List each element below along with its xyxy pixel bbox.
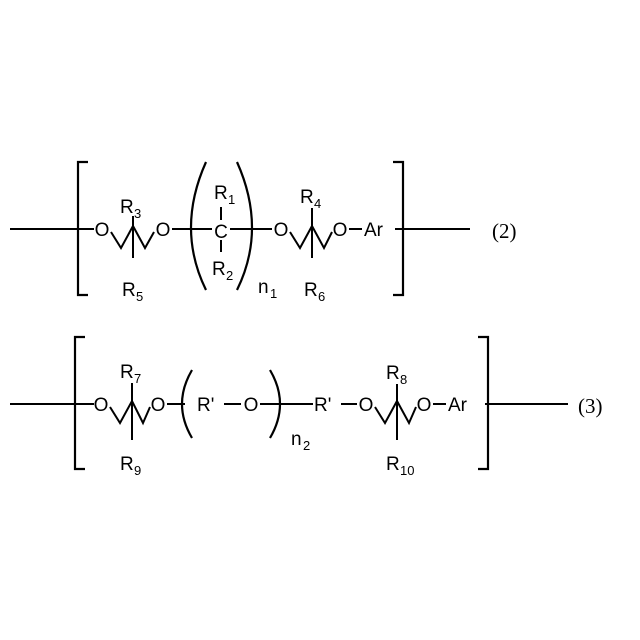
f3-acetal-left bbox=[110, 401, 150, 423]
f3-r10-sub: 10 bbox=[400, 463, 414, 478]
f3-r10: R bbox=[386, 454, 400, 475]
f2-label: (2) bbox=[492, 219, 517, 243]
f3-rprime-2: R' bbox=[314, 395, 331, 416]
f3-label: (3) bbox=[578, 394, 603, 418]
f3-oxygen-5: O bbox=[417, 395, 432, 416]
f3-oxygen-1: O bbox=[94, 395, 109, 416]
f2-oxygen-2: O bbox=[156, 220, 171, 241]
f3-aryl: Ar bbox=[448, 395, 468, 416]
f3-r7: R bbox=[120, 362, 134, 383]
f2-repeat-n: n bbox=[258, 277, 269, 298]
f2-left-paren bbox=[191, 162, 206, 290]
f2-r6: R bbox=[304, 280, 318, 301]
f3-r9-sub: 9 bbox=[134, 463, 141, 478]
f2-aryl: Ar bbox=[364, 220, 384, 241]
f3-repeat-n: n bbox=[291, 429, 302, 450]
f2-carbon: C bbox=[214, 222, 228, 243]
f2-r3: R bbox=[120, 197, 134, 218]
f3-oxygen-3: O bbox=[244, 395, 259, 416]
f3-oxygen-4: O bbox=[359, 395, 374, 416]
f2-r5: R bbox=[122, 280, 136, 301]
f3-acetal-right bbox=[375, 401, 416, 423]
f2-r4: R bbox=[300, 187, 314, 208]
f3-r9: R bbox=[120, 454, 134, 475]
f2-oxygen-3: O bbox=[274, 220, 289, 241]
f3-r7-sub: 7 bbox=[134, 371, 141, 386]
f2-r2: R bbox=[212, 259, 226, 280]
f3-rprime-1: R' bbox=[197, 395, 214, 416]
f2-r6-sub: 6 bbox=[318, 289, 325, 304]
f2-r1: R bbox=[214, 183, 228, 204]
f2-right-paren bbox=[237, 162, 252, 290]
f2-r1-sub: 1 bbox=[228, 192, 235, 207]
f2-oxygen-1: O bbox=[95, 220, 110, 241]
f2-r4-sub: 4 bbox=[314, 196, 321, 211]
f2-oxygen-4: O bbox=[333, 220, 348, 241]
f3-r8: R bbox=[386, 363, 400, 384]
f2-r2-sub: 2 bbox=[226, 268, 233, 283]
formula-3: O O O O O R 7 R 9 R' n 2 R' R 8 R 10 A bbox=[10, 337, 603, 478]
formula-2: O O O O R 3 R 5 C R 1 R 2 n 1 R 4 R 6 bbox=[10, 162, 517, 304]
f2-r3-sub: 3 bbox=[134, 206, 141, 221]
f3-oxygen-2: O bbox=[151, 395, 166, 416]
f3-repeat-n-sub: 2 bbox=[303, 438, 310, 453]
f2-repeat-n-sub: 1 bbox=[270, 286, 277, 301]
f3-r8-sub: 8 bbox=[400, 372, 407, 387]
f2-r5-sub: 5 bbox=[136, 289, 143, 304]
